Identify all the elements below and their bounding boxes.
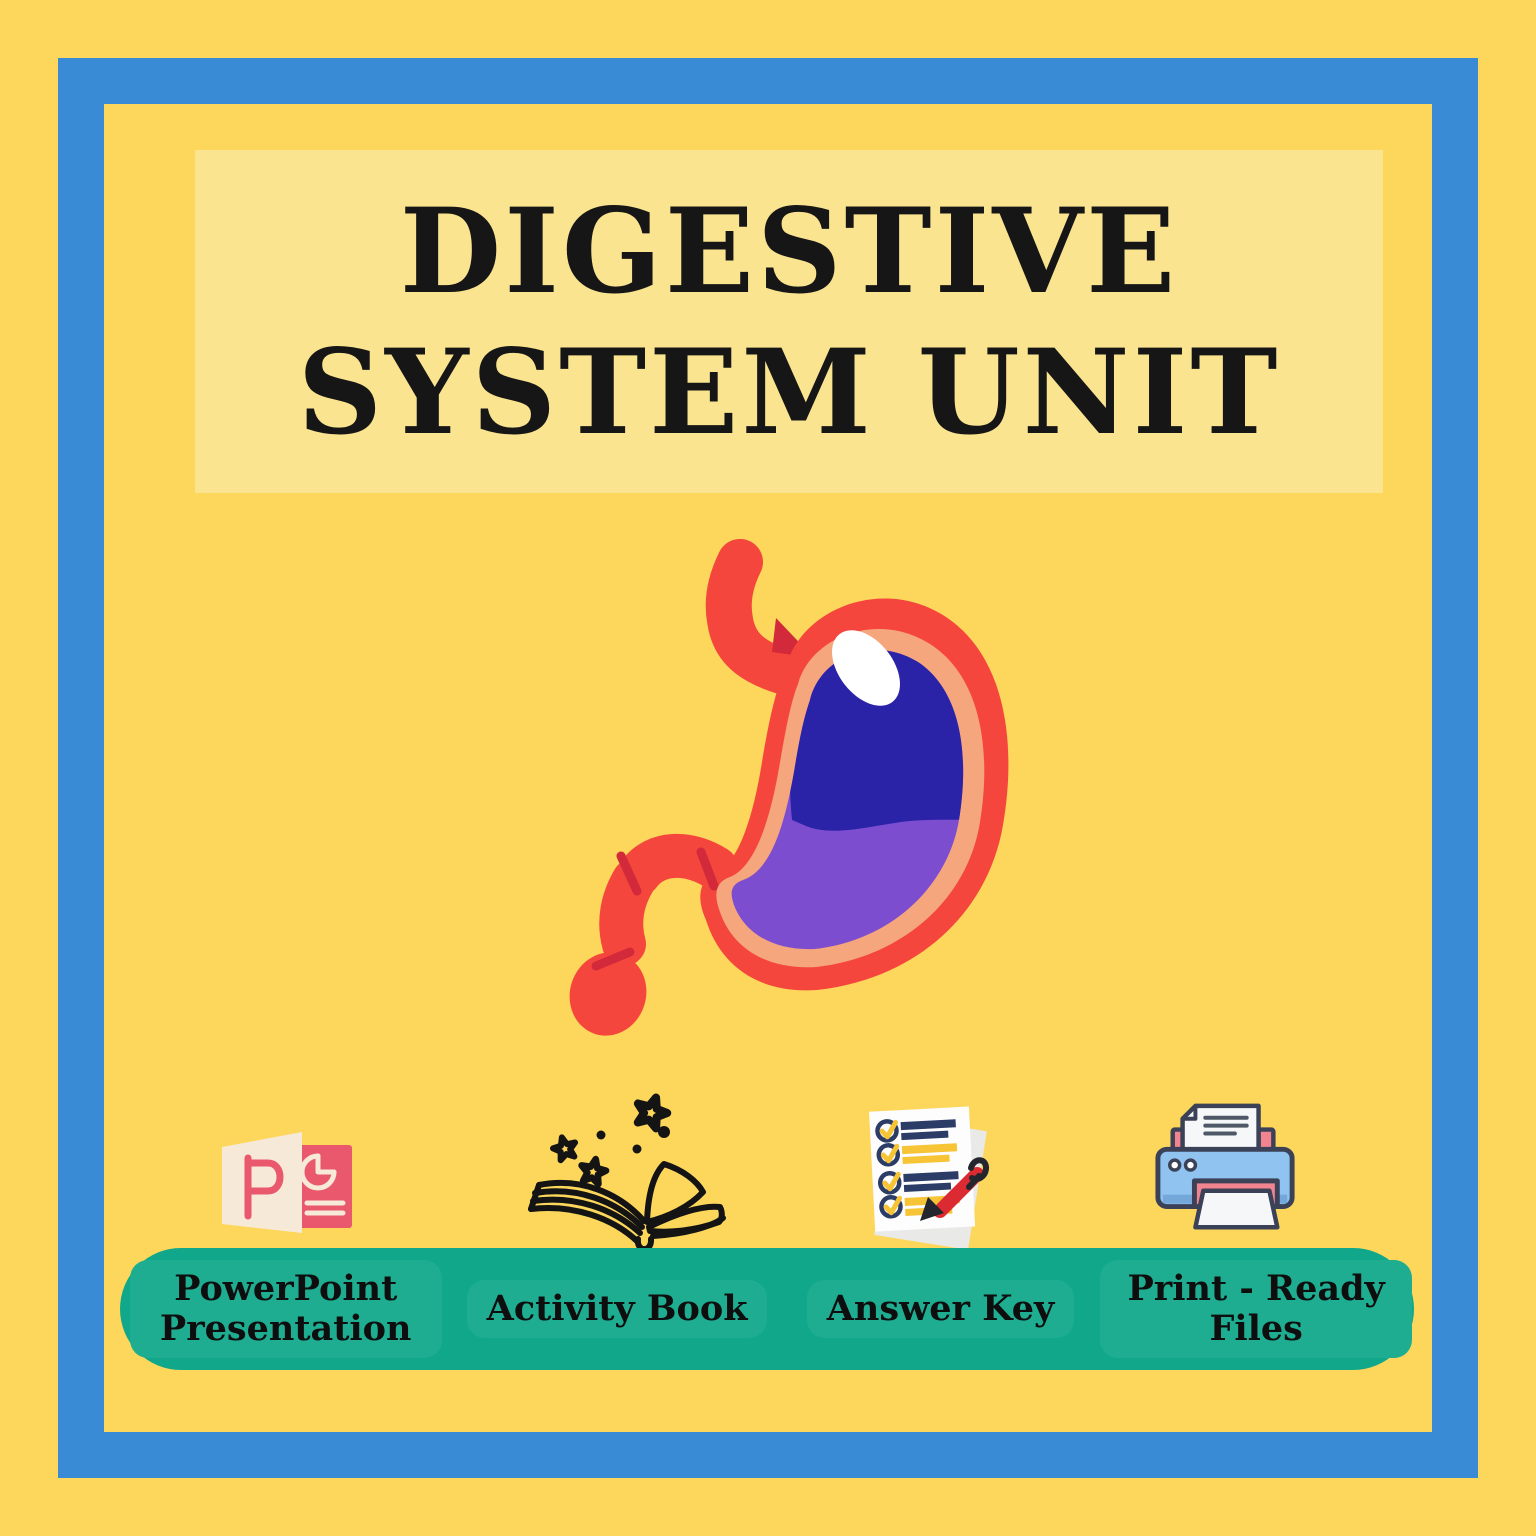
feature-activity-book: Activity Book [466,1280,768,1338]
page-title-line-2: SYSTEM UNIT [297,322,1281,461]
answer-key-icon [868,1106,989,1250]
feature-powerpoint: PowerPoint Presentation [129,1260,442,1358]
activity-book-icon [528,1083,726,1253]
features-bar: PowerPoint Presentation Activity Book An… [120,1248,1414,1370]
feature-label-answer-key: Answer Key [806,1280,1075,1338]
feature-print-ready: Print - Ready Files [1100,1260,1413,1358]
feature-label-powerpoint: PowerPoint Presentation [129,1260,442,1358]
feature-label-print-ready: Print - Ready Files [1100,1260,1413,1358]
printer-icon [1155,1103,1295,1230]
blue-frame [58,58,1478,1478]
stomach-illustration-icon [569,539,1009,1036]
powerpoint-icon [222,1132,352,1233]
feature-label-activity-book: Activity Book [466,1280,768,1338]
feature-answer-key: Answer Key [806,1280,1075,1338]
page-title-line-1: DIGESTIVE [399,181,1179,320]
title-banner: DIGESTIVE SYSTEM UNIT [195,150,1383,493]
